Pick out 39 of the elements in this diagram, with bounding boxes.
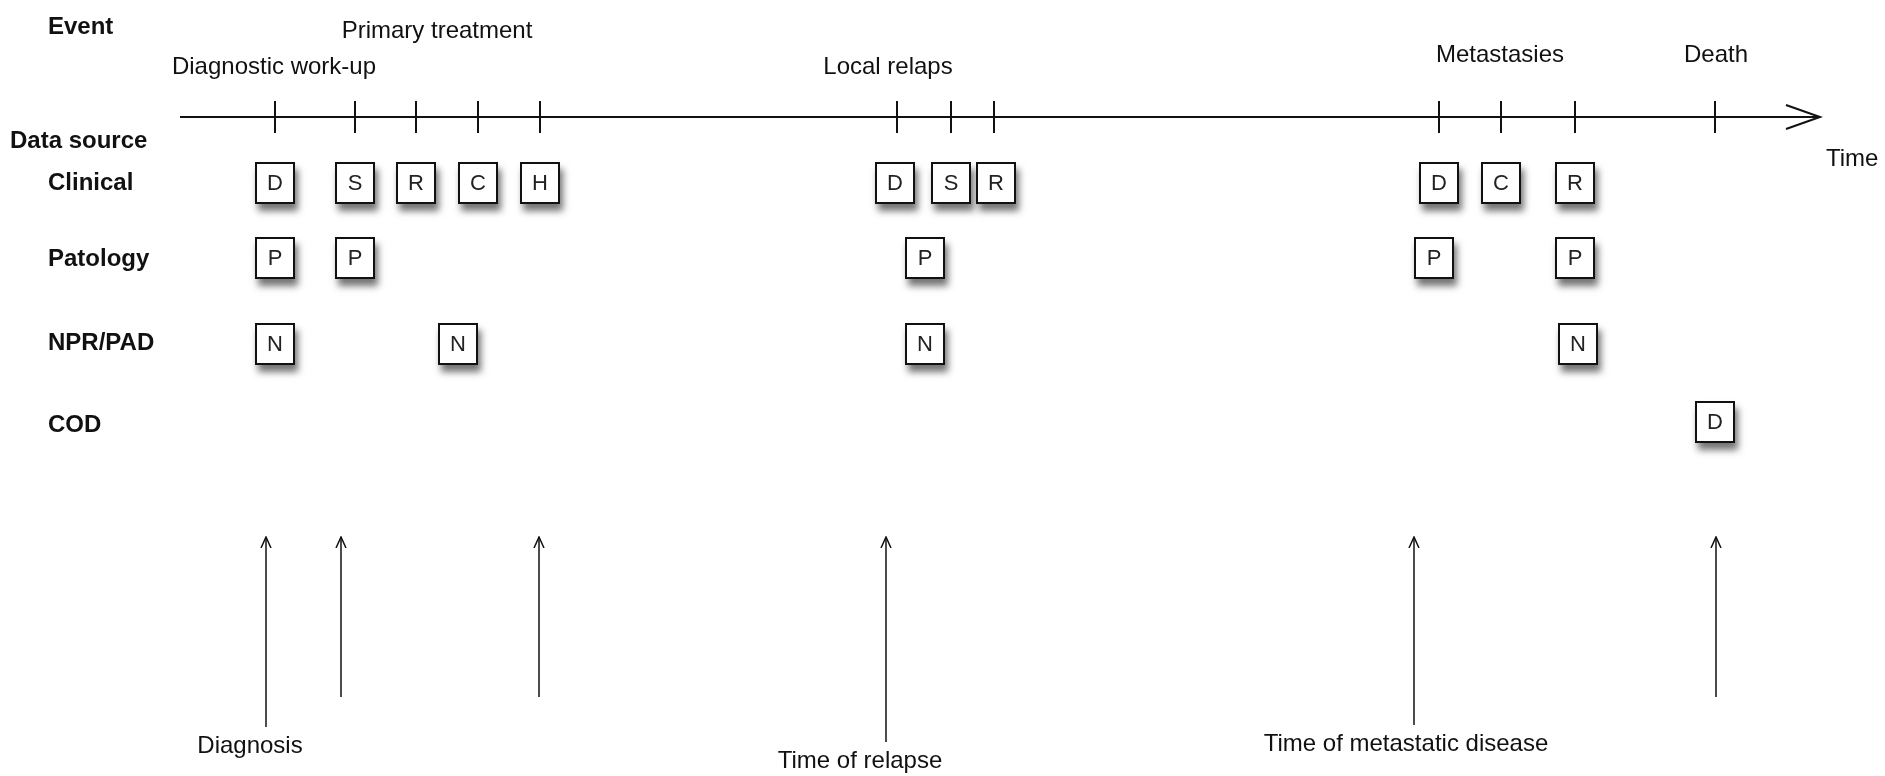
source-box: H <box>520 162 560 204</box>
source-box: R <box>976 162 1016 204</box>
source-box: C <box>1481 162 1521 204</box>
arrow <box>260 536 272 728</box>
event-label: Diagnostic work-up <box>171 54 377 78</box>
row-label: NPR/PAD <box>48 330 155 354</box>
source-box: R <box>396 162 436 204</box>
source-box: P <box>255 237 295 279</box>
source-box: S <box>931 162 971 204</box>
source-box: N <box>255 323 295 365</box>
source-box: R <box>1555 162 1595 204</box>
event-label: Primary treatment <box>341 18 533 42</box>
time-point-label: Time of metastatic disease <box>1263 731 1549 755</box>
source-box: D <box>1695 401 1735 443</box>
source-box: P <box>905 237 945 279</box>
row-label: COD <box>48 412 102 436</box>
source-box: P <box>1414 237 1454 279</box>
source-box: N <box>1558 323 1598 365</box>
time-point-label: Diagnosis <box>197 733 303 757</box>
source-box: S <box>335 162 375 204</box>
source-box: N <box>905 323 945 365</box>
axis-label: Time <box>1826 146 1879 170</box>
row-heading: Event <box>48 14 114 38</box>
time-point-label: Time of relapse <box>777 748 943 772</box>
source-box: D <box>875 162 915 204</box>
source-box: N <box>438 323 478 365</box>
event-label: Death <box>1684 42 1748 66</box>
source-box: C <box>458 162 498 204</box>
row-label: Patology <box>48 246 150 270</box>
event-label: Metastasies <box>1435 42 1565 66</box>
source-box: P <box>335 237 375 279</box>
source-box: P <box>1555 237 1595 279</box>
row-label: Clinical <box>48 170 134 194</box>
arrow <box>1408 536 1420 726</box>
source-box: D <box>1419 162 1459 204</box>
row-heading: Data source <box>10 128 148 152</box>
event-label: Local relaps <box>823 54 953 78</box>
source-box: D <box>255 162 295 204</box>
arrow <box>880 536 892 743</box>
